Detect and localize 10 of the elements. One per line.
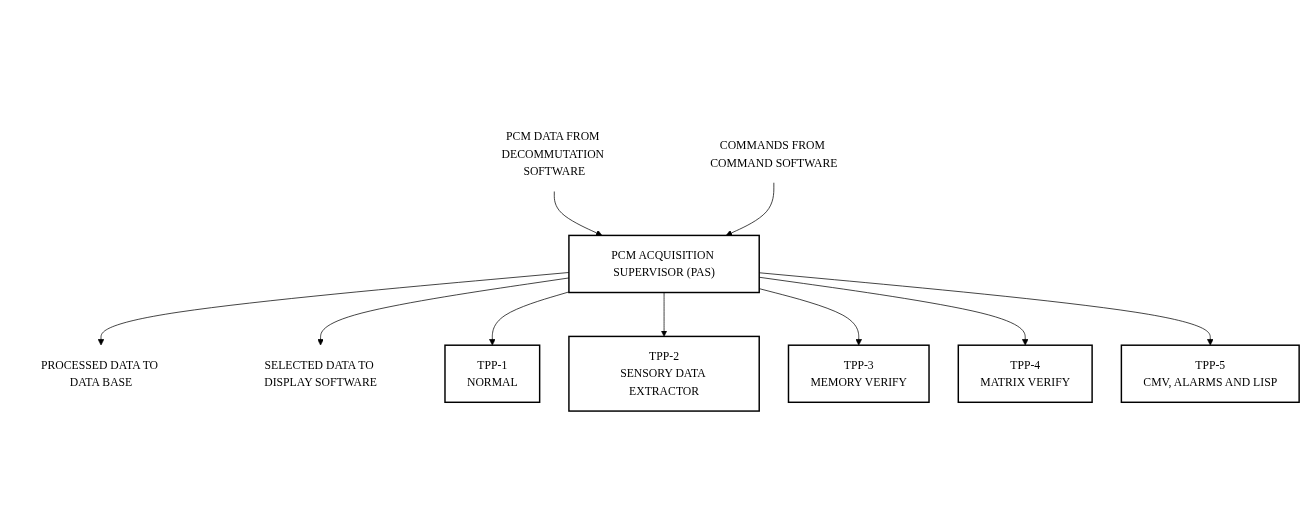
node-box: TPP-4 MATRIX VERIFY (957, 344, 1093, 403)
node-text: COMMANDS FROM COMMAND SOFTWARE (710, 138, 838, 169)
node-text: PROCESSED DATA TO DATA BASE (41, 357, 159, 388)
node-box: TPP-1 NORMAL (444, 344, 541, 403)
node-box: TPP-5 CMV, ALARMS AND LISP (1120, 344, 1300, 403)
node-box: PCM ACQUISITION SUPERVISOR (PAS) (568, 234, 760, 293)
node-text: SELECTED DATA TO DISPLAY SOFTWARE (264, 357, 377, 388)
node-box: TPP-2 SENSORY DATA EXTRACTOR (568, 335, 760, 412)
node-text: PCM DATA FROM DECOMMUTATION SOFTWARE (501, 129, 605, 178)
node-box: TPP-3 MEMORY VERIFY (787, 344, 930, 403)
